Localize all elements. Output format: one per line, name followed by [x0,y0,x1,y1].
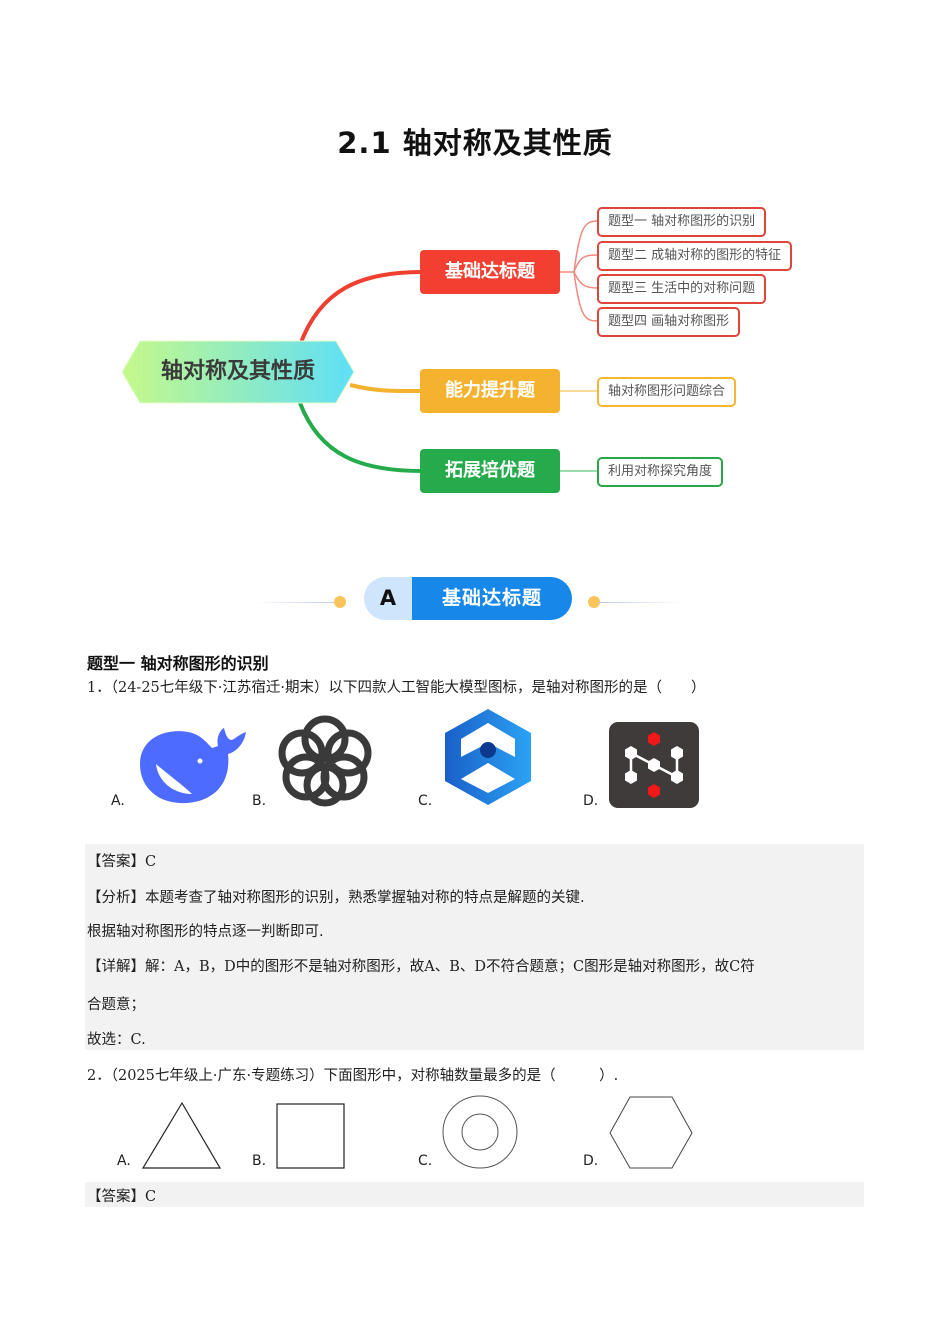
answer-box-q2: 【答案】C [85,1182,864,1207]
conclusion-text: 故选：C. [87,1032,146,1048]
mindmap-root-node: 轴对称及其性质 [122,340,354,404]
answer-text: 【答案】C [87,1189,157,1205]
hexagon-node-shape [122,340,354,404]
concentric-circles-icon [442,1095,518,1169]
knot-logo-icon [278,715,372,807]
detail-text: 【详解】解：A，B，D中的图形不是轴对称图形，故A、B、D不符合题意；C图形是轴… [87,959,755,975]
question-2-stem: 2．（2025七年级上·广东·专题练习）下面图形中，对称轴数量最多的是（ ）. [87,1068,619,1084]
question-1-stem: 1．（24-25七年级下·江苏宿迁·期末）以下四款人工智能大模型图标，是轴对称图… [87,680,706,696]
detail-text-2: 合题意； [87,997,145,1013]
mindmap-leaf: 轴对称图形问题综合 [597,377,737,407]
option-label: A. [117,1153,131,1169]
section-label: 基础达标题 [412,577,572,620]
analysis-text: 【分析】本题考查了轴对称图形的识别，熟悉掌握轴对称的特点是解题的关键. [87,890,585,906]
option-label: B. [252,1153,267,1169]
mindmap-root-label: 轴对称及其性质 [160,359,315,384]
mindmap-branch-ability: 能力提升题 [420,369,560,413]
question-type-heading: 题型一 轴对称图形的识别 [87,654,269,673]
banner-line-right [598,602,682,603]
hexagon-icon [609,1096,693,1169]
option-label: C. [418,1153,433,1169]
mindmap-leaf: 利用对称探究角度 [597,457,724,487]
option-label: B. [252,793,267,809]
molecule-n-logo-icon [609,722,699,808]
rectangle-icon [276,1103,345,1169]
mindmap-leaf: 题型四 画轴对称图形 [597,307,741,337]
mindmap-leaf: 题型一 轴对称图形的识别 [597,207,767,237]
option-label: C. [418,793,433,809]
mindmap-branch-extension: 拓展培优题 [420,449,560,493]
option-label: A. [111,793,125,809]
banner-line-left [255,602,337,603]
answer-text: 【答案】C [87,854,157,870]
whale-logo-icon [140,728,246,804]
option-label: D. [583,1153,599,1169]
analysis-text-2: 根据轴对称图形的特点逐一判断即可. [87,924,324,940]
triangle-icon [141,1101,222,1169]
answer-box-q1: 【答案】C 【分析】本题考查了轴对称图形的识别，熟悉掌握轴对称的特点是解题的关键… [85,844,864,1050]
banner-dot-left [334,596,346,608]
banner-dot-right [588,596,600,608]
hexagon-chevron-logo-icon [445,709,531,805]
section-banner: A 基础达标题 [364,577,572,620]
document-title: 2.1 轴对称及其性质 [337,126,613,160]
section-letter: A [364,577,412,620]
mindmap-branch-basic: 基础达标题 [420,250,560,294]
mindmap-connectors [298,220,599,473]
option-label: D. [583,793,599,809]
mindmap-leaf: 题型三 生活中的对称问题 [597,274,767,304]
mindmap-leaf: 题型二 成轴对称的图形的特征 [597,241,793,271]
